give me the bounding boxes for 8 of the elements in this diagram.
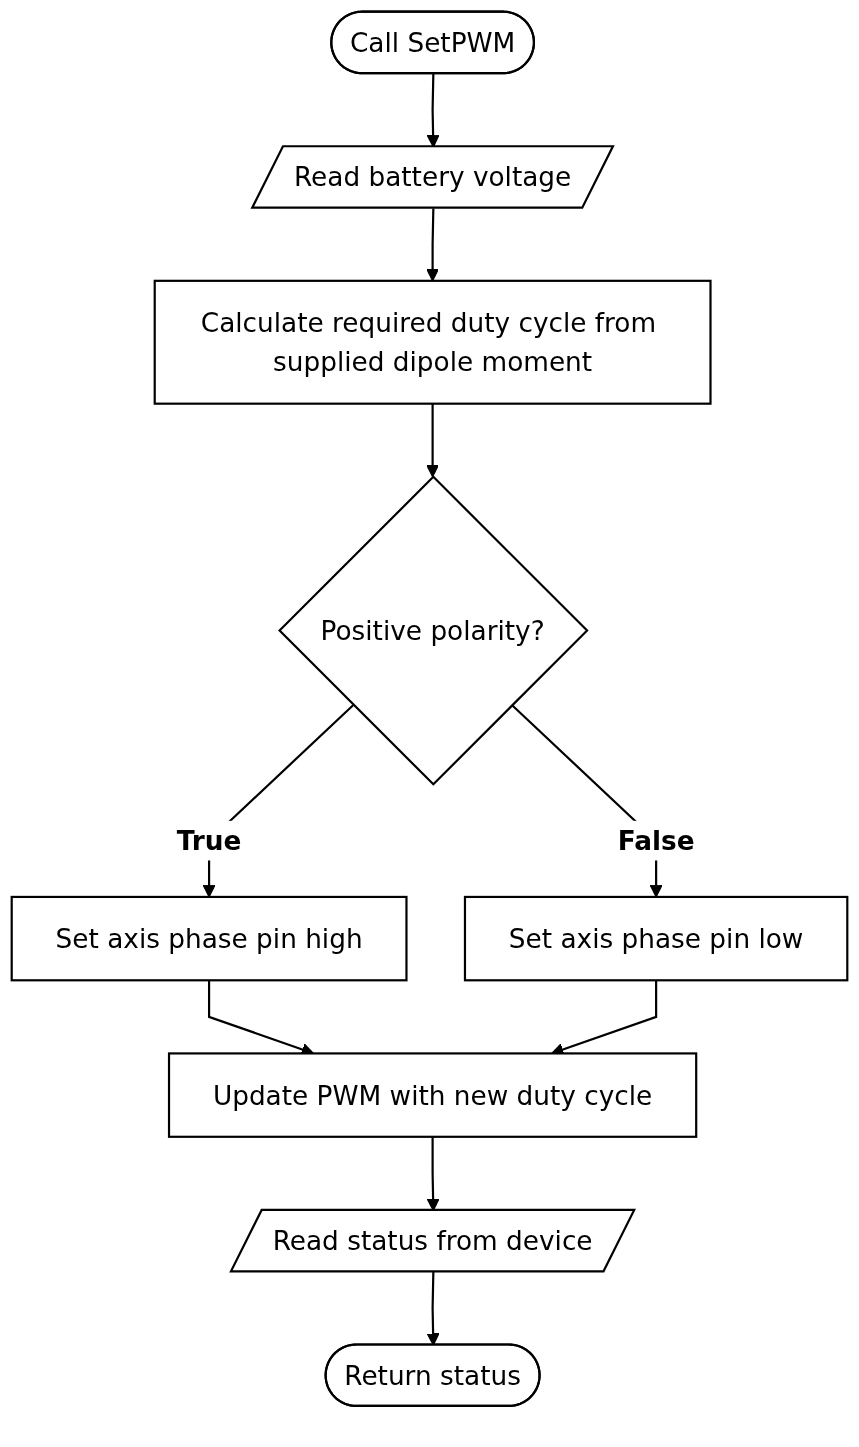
node-box: Update PWM with new duty cycle [167, 1052, 698, 1138]
arrow [426, 403, 440, 478]
node-diamond: Positive polarity? [278, 475, 589, 786]
edge-label: False [617, 825, 695, 856]
edge-label: True [176, 825, 242, 856]
node-box: Calculate required duty cycle from supplied dipole moment [153, 279, 712, 405]
node-box: Set axis phase pin high [10, 895, 408, 982]
node-box: Set axis phase pin low [463, 895, 849, 982]
